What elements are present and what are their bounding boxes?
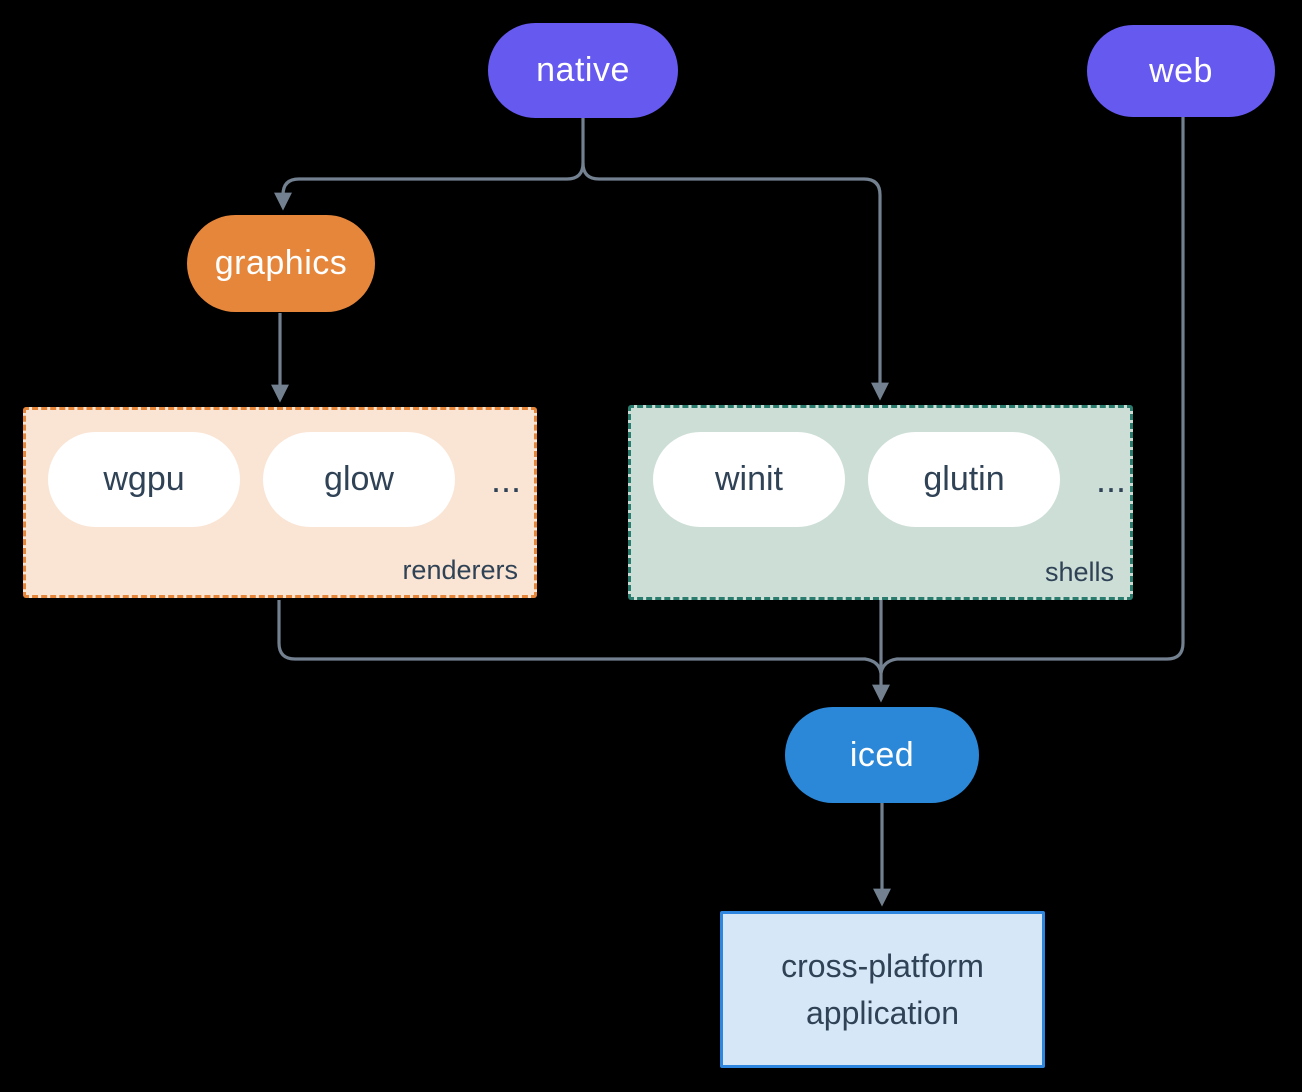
node-glow-label: glow	[324, 460, 394, 498]
node-glutin-label: glutin	[923, 460, 1005, 498]
edge-native-to-shells	[581, 162, 889, 401]
node-graphics: graphics	[187, 215, 375, 312]
edge-renderers-to-merge	[277, 600, 883, 674]
node-iced-label: iced	[849, 735, 915, 774]
node-wgpu-label: wgpu	[103, 460, 185, 498]
application-label-line1: cross-platform	[781, 948, 984, 985]
node-winit-label: winit	[714, 460, 784, 498]
node-native-label: native	[536, 51, 630, 89]
node-graphics-label: graphics	[214, 244, 348, 282]
edge-native-to-graphics	[274, 118, 585, 211]
renderers-group-label: renderers	[402, 555, 518, 585]
node-winit: winit	[653, 432, 845, 527]
shells-group-label: shells	[1044, 557, 1114, 587]
node-glutin: glutin	[868, 432, 1060, 527]
renderers-ellipsis: ...	[490, 458, 521, 500]
group-renderers: wgpu glow ... renderers	[23, 407, 537, 598]
application-label-line2: application	[806, 994, 959, 1031]
node-wgpu: wgpu	[48, 432, 240, 527]
group-shells: winit glutin ... shells	[628, 405, 1133, 600]
node-native: native	[488, 23, 678, 118]
node-glow: glow	[263, 432, 455, 527]
node-cross-platform-application: cross-platform application	[720, 911, 1045, 1068]
node-web: web	[1087, 25, 1275, 117]
shells-ellipsis: ...	[1095, 458, 1126, 500]
node-web-label: web	[1149, 51, 1213, 90]
edge-web-to-merge	[879, 117, 1185, 674]
node-iced: iced	[785, 707, 979, 803]
